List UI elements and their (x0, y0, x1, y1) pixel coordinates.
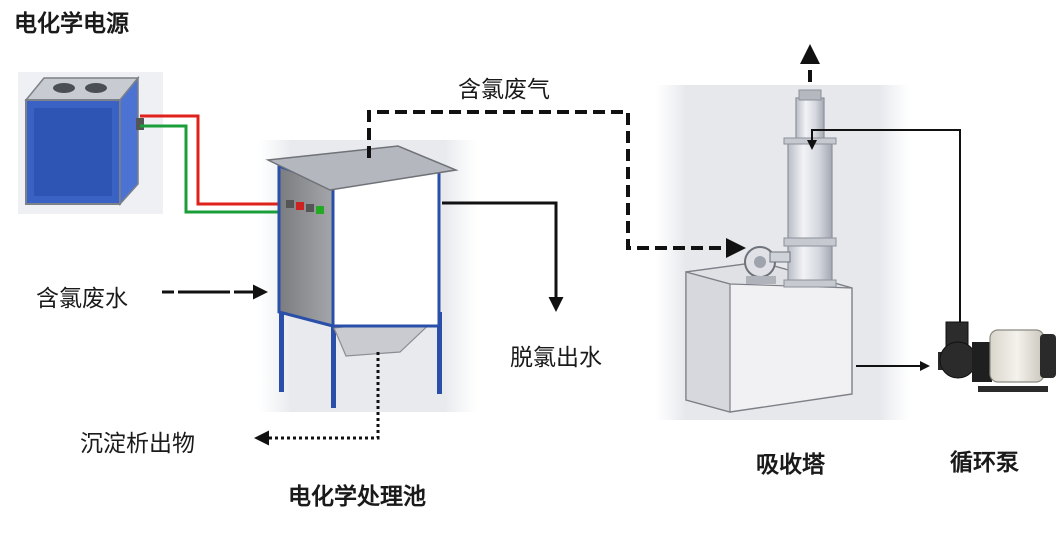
recirculation-flow (807, 129, 961, 322)
positive-wire (140, 114, 290, 206)
chlorine-gas-label: 含氯废气 (458, 77, 550, 103)
circulation-pump (938, 321, 1056, 392)
dechlorinated-water-label: 脱氯出水 (510, 345, 602, 371)
power-source-label: 电化学电源 (14, 10, 129, 37)
treatment-tank-label: 电化学处理池 (288, 483, 426, 510)
precipitate-flow (254, 352, 380, 446)
circulation-pump-label: 循环泵 (950, 449, 1019, 476)
negative-wire (140, 124, 290, 214)
absorption-tower (685, 89, 853, 413)
chlorine-wastewater-label: 含氯废水 (36, 286, 128, 312)
precipitate-label: 沉淀析出物 (80, 431, 195, 457)
dechlorinated-outflow (442, 201, 564, 312)
power-source-unit (24, 75, 144, 206)
treatment-tank (265, 145, 459, 408)
absorption-tower-label: 吸收塔 (756, 451, 825, 478)
chlorine-gas-flow (367, 110, 746, 258)
